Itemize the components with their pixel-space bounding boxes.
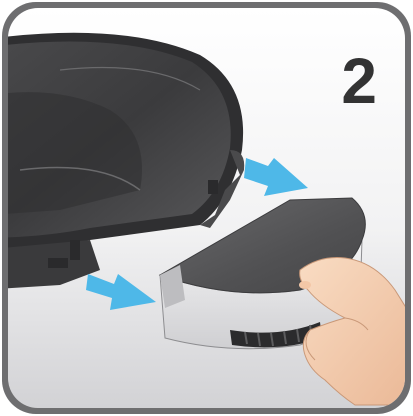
step-number: 2 — [341, 45, 377, 117]
